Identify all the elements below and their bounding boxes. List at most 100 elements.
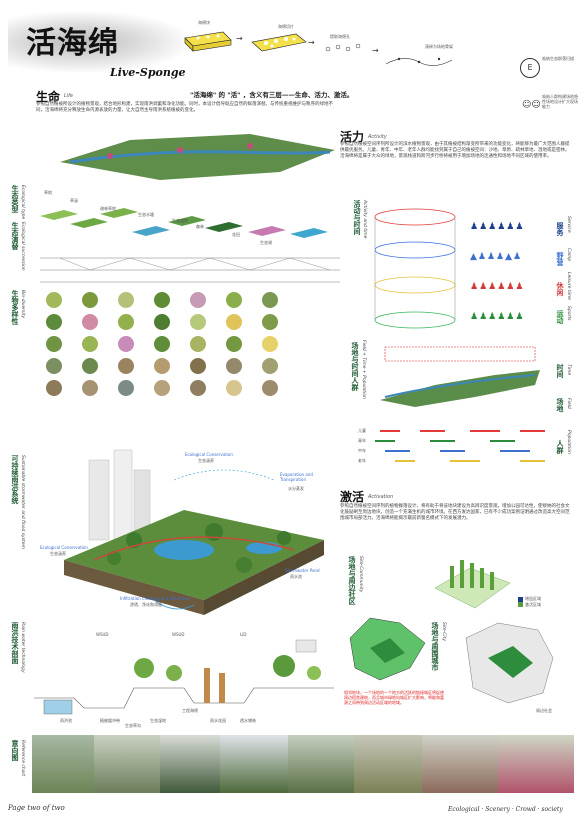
activity-service: 服务	[556, 222, 564, 236]
holes-graphic	[320, 40, 370, 58]
biodiversity-label-en: Bio-diversity	[20, 290, 25, 319]
site-community-label-en: Site-Community	[358, 556, 363, 593]
rain-tech-label: 雨洪技术剖面	[11, 622, 19, 664]
arrow-icon: →	[372, 46, 379, 55]
activity-cylinder	[370, 205, 460, 335]
biodiversity-label: 生物多样性	[11, 290, 19, 325]
footer-left: Page two of two	[8, 804, 65, 812]
tech-label-9: 透水铺装	[240, 718, 256, 723]
activity-sports: 运动	[556, 310, 564, 324]
habitat-label-8: 生态湖	[260, 240, 272, 245]
page-title: 活海绵	[26, 26, 119, 61]
flow-step-1: 海绵块	[198, 20, 210, 25]
eco-type-label: 生态类型	[11, 185, 19, 213]
flow-step-6: 吸纳人群构建场地隐性场地设计扩大现场能力	[542, 94, 578, 109]
group-youth: 青年	[358, 438, 366, 443]
tech-label-5: 生态草沟	[125, 723, 141, 728]
infiltration-label-zh: 渗透、净化和滞留	[130, 602, 162, 607]
reference-photo-8	[498, 735, 574, 793]
field-time-title-en: Field + Time + Population	[361, 340, 366, 399]
succession-label: 生态演替	[11, 222, 19, 250]
skeleton-graphic	[384, 52, 454, 72]
eco-type-label-en: Ecological type	[20, 185, 25, 220]
flow-step-3: 提取海绵孔	[330, 34, 350, 39]
habitat-blocks	[40, 188, 340, 248]
site-community-label: 场地与周边社区	[348, 556, 356, 605]
tech-label-7: 工程海绵	[182, 708, 198, 713]
community-3d-graphic	[430, 548, 515, 618]
group-children: 儿童	[358, 428, 366, 433]
activity-leisure: 休闲	[556, 282, 564, 296]
life-tagline: "活海绵" 的 "活" ，含义有三层——生命、活力、激活。	[190, 91, 354, 99]
succession-label-en: Ecological succession	[20, 222, 25, 271]
scan-circle-icon: E	[520, 58, 540, 78]
group-elder: 老年	[358, 458, 366, 463]
reference-photo-2	[94, 735, 160, 793]
arrow-icon: →	[236, 34, 243, 43]
legend-a: 增益区域	[525, 596, 541, 601]
habitat-label-5: 生态湿地	[172, 218, 188, 223]
footer-right: Ecological · Scenery · Crowd · society	[448, 806, 563, 813]
sustainable-block-diagram	[34, 440, 334, 625]
activity-camp-en: Camp	[566, 248, 571, 262]
population-label-en: Population	[566, 430, 571, 454]
reference-label-en: Reference chart	[20, 740, 25, 777]
group-middle: 中年	[358, 448, 366, 453]
evaporation-label: Evaporation and Transpiration	[280, 472, 313, 482]
eco-conservation-label-2-zh: 生态涵养	[50, 551, 66, 556]
vitality-body: 参照自然植被空间序列所设计的滨水植物景观，由于其植被结构渐变所带来的功能变化，将…	[340, 142, 570, 159]
habitat-label-7: 花田	[232, 232, 240, 237]
activity-time-label: 活动与时间	[353, 200, 361, 235]
legend-block: 增益区域 激活区域	[518, 596, 541, 607]
title-backdrop	[8, 12, 188, 72]
life-title: 生命	[36, 90, 61, 104]
pond-label: Stormwater Pond	[285, 568, 320, 573]
tech-label-6: 生态湿地	[150, 718, 166, 723]
activation-title: 激活	[340, 490, 365, 504]
rain-tech-section	[34, 628, 334, 728]
habitat-label-3: 疏林草地	[100, 206, 116, 211]
tech-label-wsud-2: WSUD	[172, 632, 185, 637]
tech-label-4: 植被缓冲带	[100, 718, 120, 723]
activity-time-label-en: Activity and time	[362, 200, 367, 239]
habitat-label-2: 草溪	[70, 198, 78, 203]
field-time-title: 场地与时间人群	[351, 342, 359, 391]
reference-photo-7	[422, 735, 498, 793]
activation-body: 参照自然植被空间序列的植物群落设计，将有助于将该地块建设为高辨识度景观，增加公园…	[340, 504, 570, 521]
vitality-title-en: Activity	[368, 134, 387, 140]
site-aerial-strip	[50, 132, 340, 182]
field-label-en: Field	[566, 398, 571, 409]
tech-label-3: 雨洪池	[60, 718, 72, 723]
activity-service-en: Service	[566, 216, 571, 233]
time-label: 时间	[556, 364, 564, 378]
population-label: 人群	[556, 440, 564, 454]
arrow-icon: →	[308, 38, 315, 47]
flow-step-2: 海绵切片	[278, 24, 294, 29]
tech-label-lid: LID	[240, 632, 247, 637]
reference-photo-3	[160, 735, 220, 793]
flow-step-4: 演绎为场地骨架	[425, 44, 453, 49]
sponge-block-graphic	[183, 30, 233, 52]
field-map	[375, 345, 545, 415]
sponge-slice-graphic	[250, 32, 308, 54]
leisure-icons: ♟♟♟♟♟♟	[470, 282, 525, 292]
site-city-label: 场地与周围城市	[431, 622, 439, 671]
eco-conservation-label-zh: 生态涵养	[198, 458, 214, 463]
page-subtitle: Live-Sponge	[110, 66, 186, 79]
tech-label-8: 雨水花园	[210, 718, 226, 723]
flow-step-5: 吸纳生态群落扫描	[542, 56, 574, 61]
reference-photo-1	[32, 735, 94, 793]
activation-note-2: 周边社会	[536, 708, 552, 713]
reference-photo-5	[288, 735, 354, 793]
activation-note: 相邻地块，一个场地的一个地方的活跃的链接城区将促使周边宿舍建筑，而且城市绿地向城…	[344, 690, 444, 705]
vitality-title: 活力	[340, 130, 365, 144]
eco-conservation-label: Ecological Conservation	[185, 452, 233, 457]
site-city-label-en: Site-City	[441, 622, 446, 642]
evaporation-label-zh: 水分蒸发	[288, 486, 304, 491]
habitat-label-6: 森林	[196, 224, 204, 229]
field-label: 场地	[556, 398, 564, 412]
succession-diagram	[40, 250, 340, 290]
habitat-label-4: 生态水塘	[138, 212, 154, 217]
infiltration-label: Infiltration Cleaning and Detention	[120, 596, 190, 601]
sustainable-label-en: Sustainable stormwater and flood system	[20, 455, 25, 549]
